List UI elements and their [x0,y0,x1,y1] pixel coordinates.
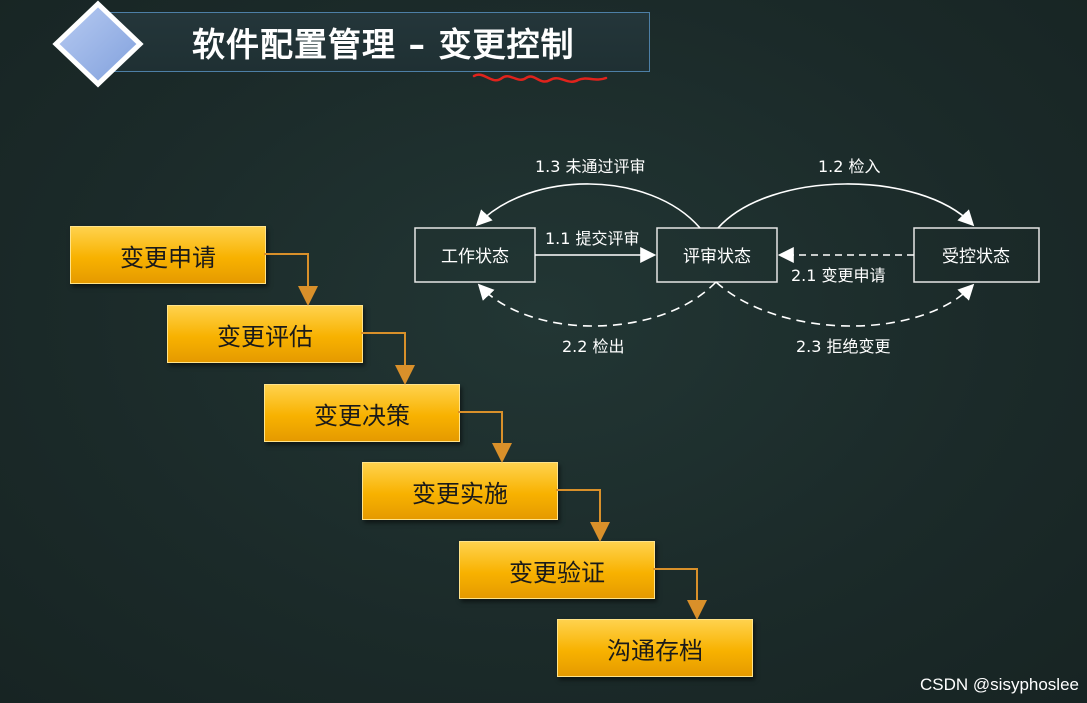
edge-label-checkin: 1.2 检入 [818,157,881,176]
edge-label-reject: 2.3 拒绝变更 [796,337,891,356]
step-change-implementation: 变更实施 [362,462,558,520]
edge-label-change-request: 2.1 变更申请 [791,266,886,285]
edge-not-passed [475,183,701,229]
page-title: 软件配置管理 – 变更控制 [192,25,575,64]
red-squiggle-underline [472,73,608,83]
connector-arrow-4 [556,489,610,542]
edge-check-out [477,281,717,327]
edge-label-not-passed: 1.3 未通过评审 [535,157,646,176]
step-change-evaluation: 变更评估 [167,305,363,363]
state-review-label: 评审状态 [683,247,751,267]
state-controlled-label: 受控状态 [942,247,1010,267]
connector-arrow-2 [361,332,415,385]
watermark-text: CSDN @sisyphoslee [920,675,1079,694]
state-work-label: 工作状态 [441,247,509,267]
diamond-icon [52,0,144,88]
title-bar [110,12,650,72]
connector-arrow-1 [264,253,318,306]
connector-arrow-3 [458,411,512,463]
edge-check-in [717,183,975,229]
connector-arrow-5 [653,568,707,620]
step-change-decision: 变更决策 [264,384,460,442]
edge-reject-change [715,281,975,327]
edge-label-submit: 1.1 提交评审 [545,229,640,248]
step-communicate-archive: 沟通存档 [557,619,753,677]
edge-label-checkout: 2.2 检出 [562,337,625,356]
